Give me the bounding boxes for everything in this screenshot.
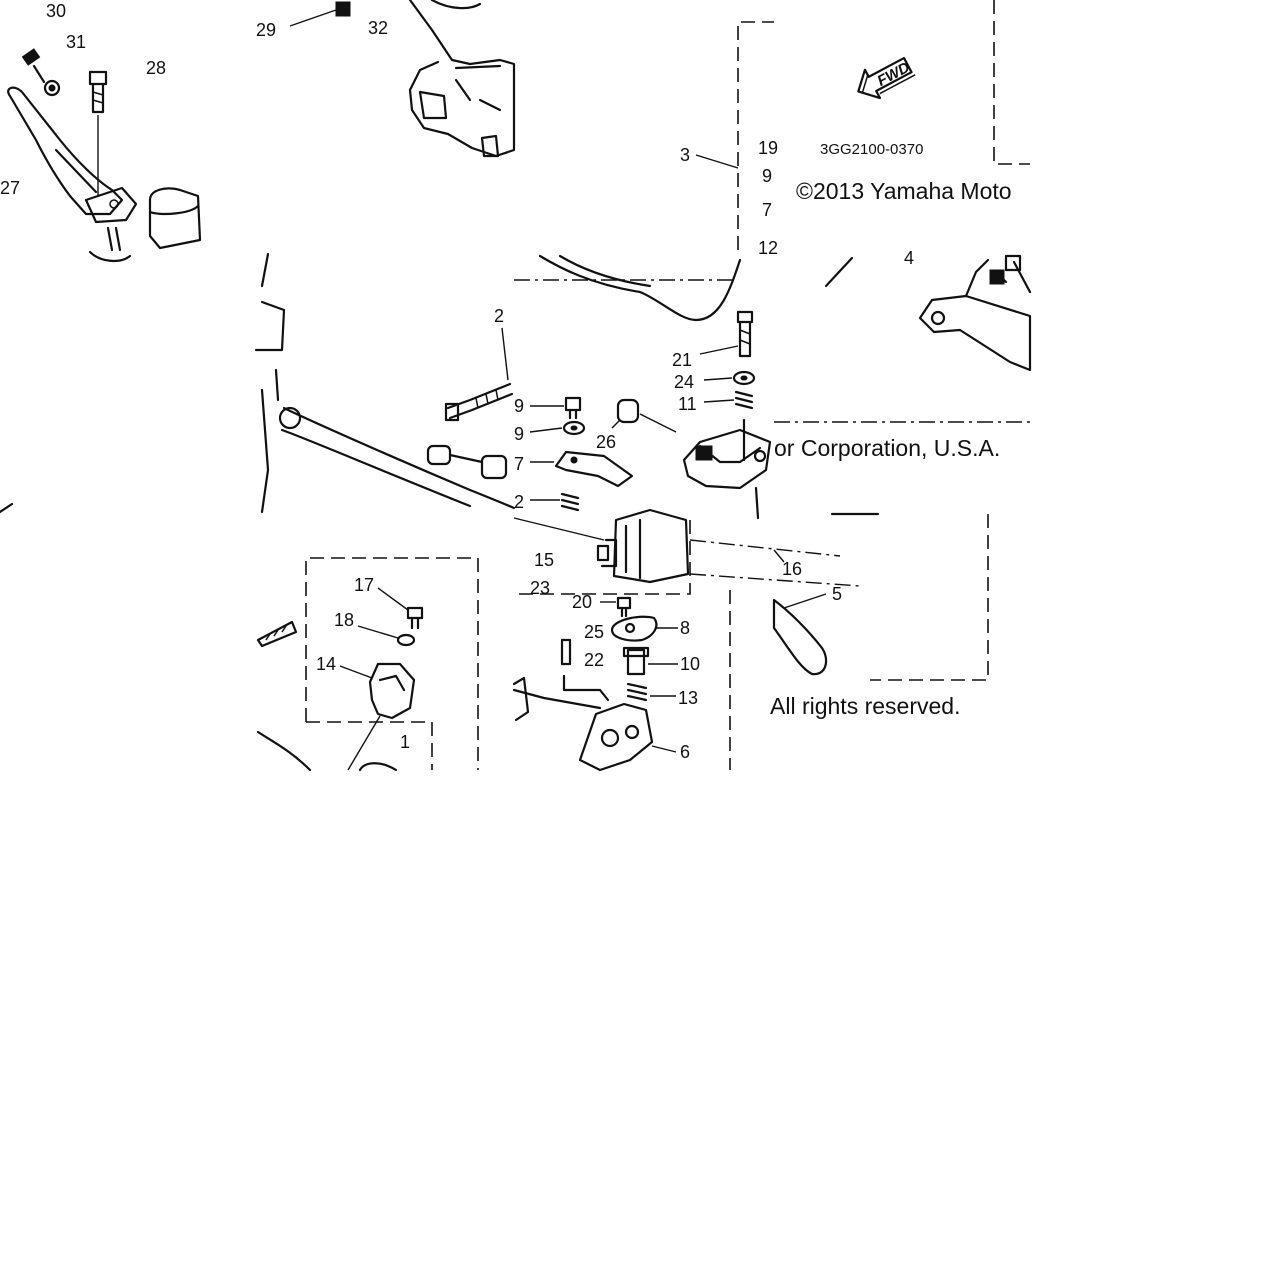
callout-9-mid: 9 [514, 396, 524, 416]
bolt-21-icon [736, 310, 754, 358]
callout-5: 5 [832, 584, 842, 604]
part-code: 3GG2100-0370 [820, 141, 923, 158]
callout-14: 14 [316, 654, 336, 674]
callout-30: 30 [46, 1, 66, 21]
fwd-arrow-icon: FWD [857, 56, 916, 100]
wire-harness-2-icon [444, 382, 514, 422]
washer-18-icon [396, 633, 416, 647]
cover-14-icon [368, 662, 416, 720]
callout-8: 8 [680, 618, 690, 638]
callout-7-mid: 7 [514, 454, 524, 474]
copyright-line-1: ©2013 Yamaha Moto [796, 178, 1012, 204]
callout-20: 20 [572, 592, 592, 612]
callout-22: 22 [584, 650, 604, 670]
callout-17: 17 [354, 575, 374, 595]
copyright-line-3: All rights reserved. [770, 693, 960, 719]
callout-2-mid: 2 [514, 492, 524, 512]
callout-13: 13 [678, 688, 698, 708]
spring-11-icon [734, 390, 754, 410]
brake-lever-5-icon [772, 598, 828, 676]
callout-15: 15 [534, 550, 554, 570]
washer-9-icon [562, 420, 586, 436]
callout-9-low: 9 [514, 424, 524, 444]
callout-23: 23 [530, 578, 550, 598]
wire-connector-group [426, 327, 514, 480]
copyright-line-2: or Corporation, U.S.A. [774, 435, 1000, 461]
plate-8-icon [610, 615, 658, 642]
callout-19: 19 [758, 138, 778, 158]
nut-4-icon [989, 254, 1022, 285]
callout-9: 9 [762, 166, 772, 186]
plunger-10-icon [622, 646, 650, 676]
cover-group [256, 557, 479, 772]
callout-12: 12 [758, 238, 778, 258]
callout-labels: 30 31 28 27 29 32 3 19 9 7 12 4 2 9 9 26… [0, 1, 914, 762]
callout-2-top: 2 [494, 306, 504, 326]
clutch-lever-group [7, 48, 202, 262]
callout-21: 21 [672, 350, 692, 370]
callout-32: 32 [368, 18, 388, 38]
pin-22-icon [560, 638, 572, 666]
callout-29: 29 [256, 20, 276, 40]
handlebar-group [0, 252, 516, 514]
plate-7-icon [554, 450, 634, 488]
nut-31-icon [43, 79, 61, 97]
top-switch-group [289, 0, 516, 158]
clutch-lever-27 [7, 86, 124, 216]
brake-lever-group: or Corporation, U.S.A. All rights reserv… [689, 254, 1032, 719]
callout-28: 28 [146, 58, 166, 78]
callout-18: 18 [334, 610, 354, 630]
callout-27: 27 [0, 178, 20, 198]
callout-1: 1 [400, 732, 410, 752]
callout-7: 7 [762, 200, 772, 220]
callout-26: 26 [596, 432, 616, 452]
callout-3: 3 [680, 145, 690, 165]
fwd-block: FWD 3GG2100-0370 ©2013 Yamaha Moto [737, 0, 1030, 250]
cap-26-icon [616, 398, 640, 424]
callout-24: 24 [674, 372, 694, 392]
right-switch-group [512, 254, 772, 772]
switch-body-6-icon [578, 702, 654, 772]
spring-12-icon [560, 492, 580, 512]
spring-13-icon [626, 682, 648, 702]
screw-17-icon [406, 606, 424, 630]
callout-11: 11 [678, 394, 697, 414]
callout-4: 4 [904, 248, 914, 268]
screw-20-icon [616, 596, 632, 618]
bolt-30-icon [21, 48, 46, 84]
screw-29-icon [335, 1, 351, 17]
washer-24-icon [732, 370, 756, 386]
callout-16: 16 [782, 559, 802, 579]
bolt-28-icon [88, 70, 108, 114]
callout-25: 25 [584, 622, 604, 642]
connector-plug-icon [426, 444, 508, 480]
callout-10: 10 [680, 654, 700, 674]
screw-19-icon [564, 396, 582, 420]
callout-31: 31 [66, 32, 86, 52]
callout-6: 6 [680, 742, 690, 762]
